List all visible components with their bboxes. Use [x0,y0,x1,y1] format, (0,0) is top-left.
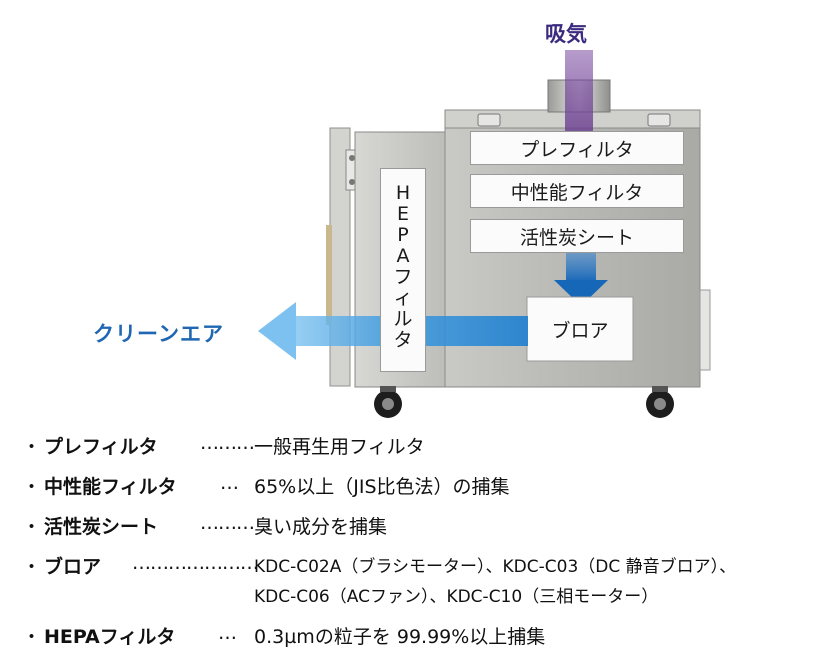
spec-name: ブロア [44,556,102,578]
spec-name: 中性能フィルタ [44,476,177,498]
hepa-label-char: ル [393,308,413,330]
wheels [374,386,674,418]
clean-air-label: クリーンエア [93,322,224,346]
pre-filter-box: プレフィルタ [470,131,684,165]
medium-filter-box: 中性能フィルタ [470,174,684,208]
leader-dots: ………………… [132,552,259,574]
carbon-sheet-box: 活性炭シート [470,219,684,253]
hepa-label-char: ィ [393,287,413,309]
hepa-label-char: フ [393,266,413,288]
leader-dots: ……… [200,512,255,534]
blower-label: ブロア [551,319,609,342]
leader-dots: … [218,622,237,644]
leader-dots: ……… [200,432,255,454]
spec-name: HEPAフィルタ [44,626,176,648]
hepa-label-char: E [396,203,409,225]
down-flow-arrow [554,248,608,306]
spec-desc: 臭い成分を捕集 [254,516,388,538]
leader-dots: … [220,472,239,494]
spec-desc: 一般再生用フィルタ [254,436,425,458]
spec-desc: KDC-C02A（ブラシモーター）、KDC-C03（DC 静音ブロア）、 [254,557,737,577]
spec-desc: 65%以上（JIS比色法）の捕集 [254,476,510,498]
hepa-label-char: H [395,182,411,204]
spec-desc-line2: KDC-C06（ACファン）、KDC-C10（三相モーター） [254,587,659,607]
hepa-label-char: P [397,224,409,246]
intake-label: 吸気 [545,22,587,46]
spec-desc: 0.3µmの粒子を 99.99%以上捕集 [254,626,546,648]
hepa-label-char: タ [393,329,413,351]
side-panel [326,127,359,387]
spec-name: プレフィルタ [44,436,158,458]
blower-box [526,296,634,362]
spec-name: 活性炭シート [44,516,159,538]
hepa-label-char: A [396,245,410,267]
